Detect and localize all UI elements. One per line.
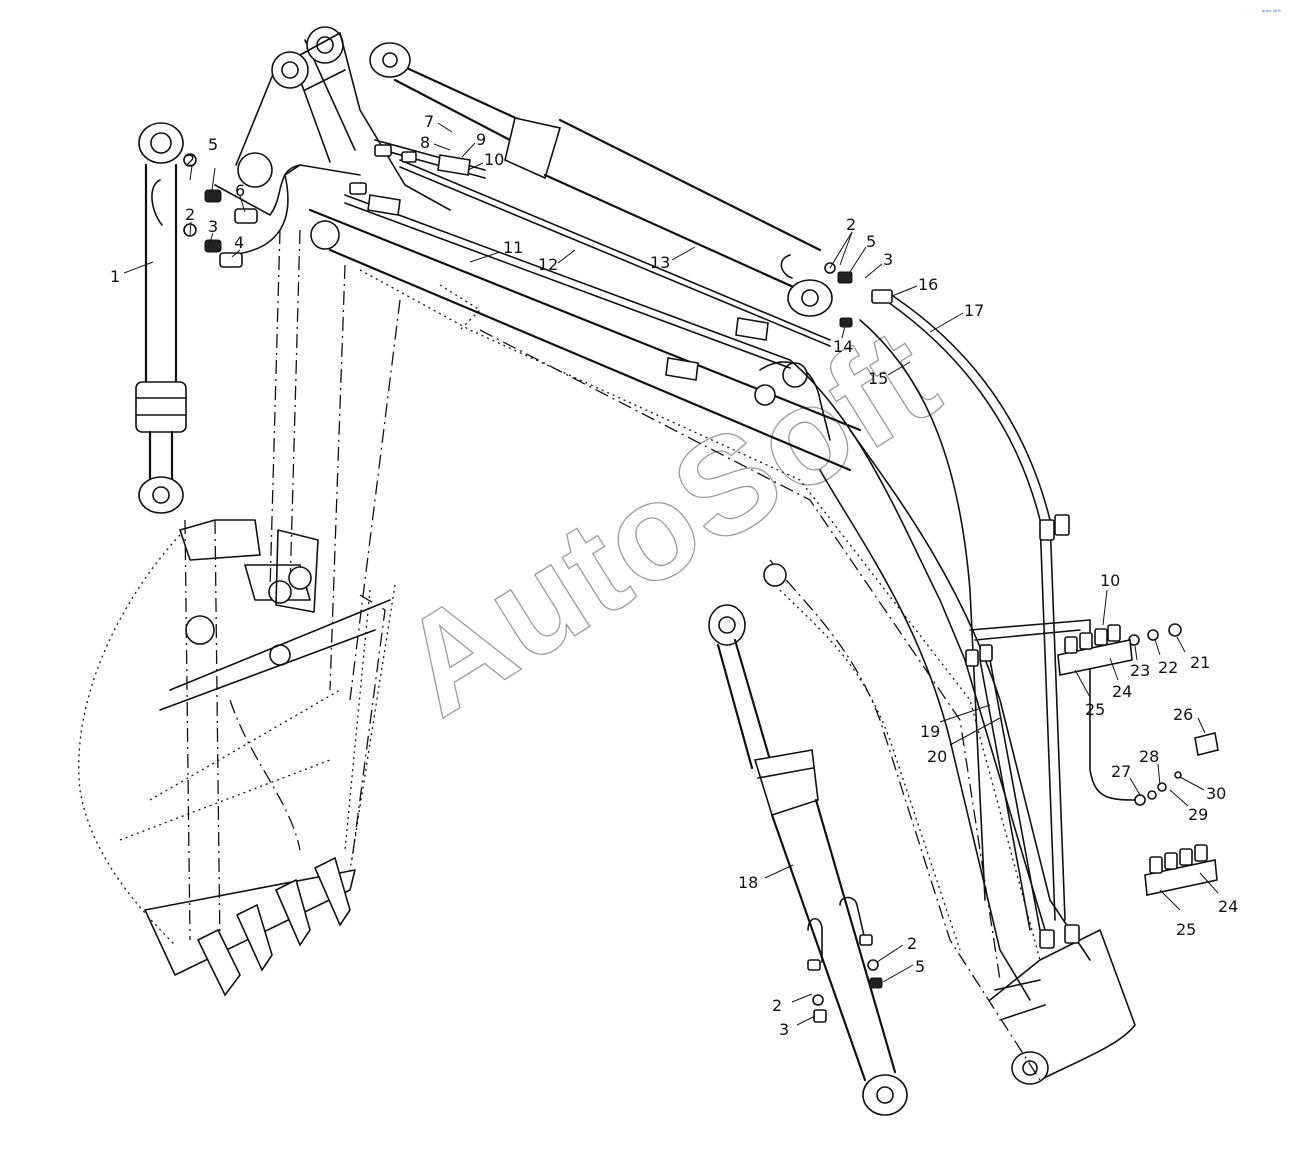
callout-5c: 5 [915,957,925,976]
boom-structure [235,26,1136,1085]
callout-2d: 2 [907,934,917,953]
callout-27: 27 [1111,762,1131,781]
callout-25b: 25 [1176,920,1196,939]
phantom-arm-outline [269,229,1041,1081]
bucket-cylinder-left [135,122,187,514]
callout-16: 16 [918,275,938,294]
callout-26: 26 [1173,705,1193,724]
callout-19: 19 [920,722,940,741]
callout-22: 22 [1158,658,1178,677]
callout-5b: 5 [866,232,876,251]
callout-5: 5 [208,135,218,154]
callout-28: 28 [1139,747,1159,766]
callout-labels: 1 2 5 2 3 6 4 7 8 9 10 11 12 13 2 5 3 [110,112,1238,1039]
hydraulic-lines [214,139,1141,931]
bucket [78,519,391,997]
callout-12: 12 [538,255,558,274]
arm-cylinder [708,604,908,1116]
callout-4: 4 [234,233,244,252]
callout-17: 17 [964,301,984,320]
callout-10b: 10 [1100,571,1120,590]
callout-1: 1 [110,267,120,286]
callout-3: 3 [208,217,218,236]
callout-3b: 3 [883,250,893,269]
clamp-set-lower [1144,844,1218,896]
boom-cylinder [369,42,833,317]
callout-23: 23 [1130,661,1150,680]
callout-18: 18 [738,873,758,892]
callout-9: 9 [476,130,486,149]
bracket-26 [1194,732,1219,756]
callout-25: 25 [1085,700,1105,719]
callout-29: 29 [1188,805,1208,824]
callout-2b: 2 [185,205,195,224]
corner-stamp: ᵃᵘᵗᵒ ˢᵒᶠᵗ [1262,9,1281,16]
callout-2: 2 [185,151,195,170]
callout-2c: 2 [846,215,856,234]
callout-6: 6 [235,181,245,200]
callout-3c: 3 [779,1020,789,1039]
callout-7: 7 [424,112,434,131]
callout-8: 8 [420,133,430,152]
callout-24: 24 [1112,682,1132,701]
callout-14: 14 [833,337,853,356]
clamp-set-upper [1057,624,1133,676]
callout-15: 15 [868,369,888,388]
callout-21: 21 [1190,653,1210,672]
bucket-teeth [196,856,351,997]
callout-13: 13 [650,253,670,272]
callout-11: 11 [503,238,523,257]
fittings [183,144,1182,949]
callout-10: 10 [484,150,504,169]
callout-20: 20 [927,747,947,766]
callout-24b: 24 [1218,897,1238,916]
callout-30: 30 [1206,784,1226,803]
callout-2e: 2 [772,996,782,1015]
